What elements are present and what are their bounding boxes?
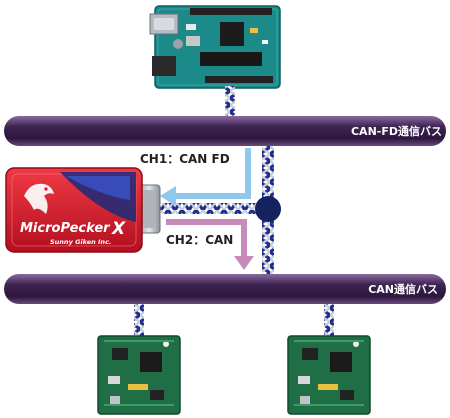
- ch1-label: CH1：CAN FD: [140, 152, 230, 166]
- can-fd-bus: [4, 116, 446, 146]
- arduino-cable: [225, 86, 235, 120]
- device-cable: [160, 203, 260, 214]
- ch2-label: CH2：CAN: [166, 233, 233, 247]
- ch2-arrow: [166, 219, 254, 270]
- can-fd-bus-label: CAN-FD通信バス: [351, 124, 442, 138]
- can-bus-label: CAN通信バス: [368, 282, 438, 296]
- ecu-board-left: [97, 335, 181, 415]
- device-maker: Sunny Giken Inc.: [50, 238, 111, 246]
- ecu-right-cable: [324, 304, 334, 338]
- micropecker-device: MicroPecker X Sunny Giken Inc.: [5, 167, 161, 253]
- can-bus: [4, 274, 446, 304]
- device-name-suffix: X: [111, 219, 126, 239]
- junction-node: [255, 196, 281, 222]
- device-name: MicroPecker: [20, 221, 111, 236]
- ecu-board-right: [287, 335, 371, 415]
- ecu-left-cable: [134, 304, 144, 338]
- bird-logo-icon: [24, 183, 54, 214]
- arduino-board: [149, 5, 281, 89]
- ch1-arrow: [160, 148, 251, 206]
